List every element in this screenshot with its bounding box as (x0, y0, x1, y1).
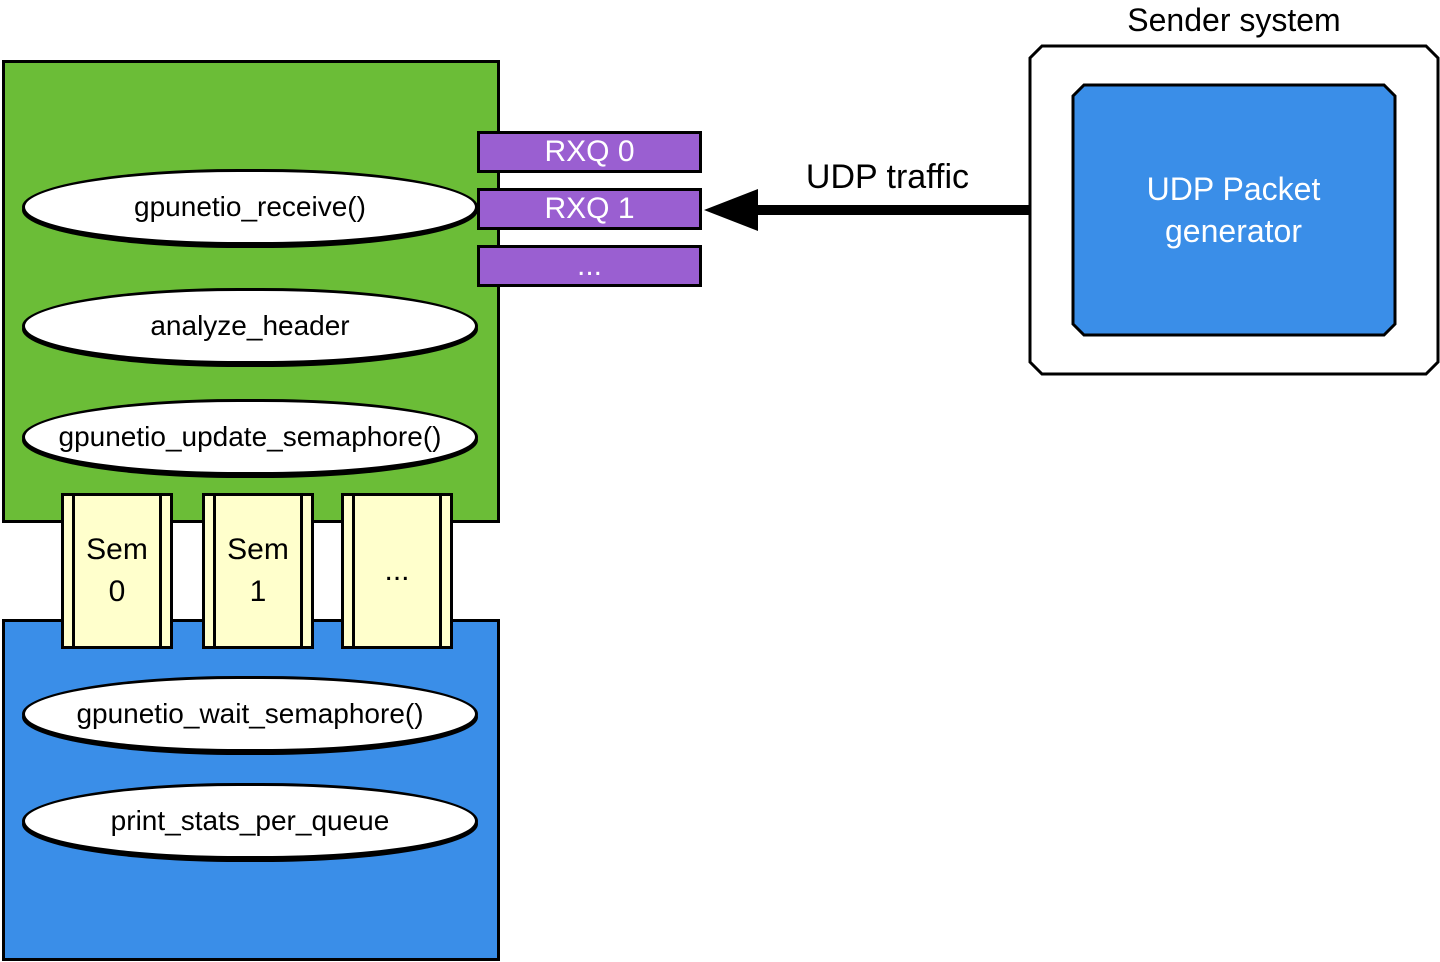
semaphore-index: 0 (108, 575, 126, 608)
step-print-stats-per-queue: print_stats_per_queue (22, 783, 478, 859)
semaphore-label: Sem (227, 533, 289, 566)
step-gpunetio-update-semaphore: gpunetio_update_semaphore() (22, 399, 478, 475)
cuda-kernel-title: CUDA kernel UDP (589, 84, 851, 120)
semaphore-more: ... (341, 493, 453, 649)
generator-shape (1071, 83, 1397, 337)
sender-system-label: Sender system (1127, 2, 1341, 38)
step-gpunetio-receive: gpunetio_receive() (22, 169, 478, 245)
semaphore-1: Sem 1 (202, 493, 314, 649)
semaphore-0: Sem 0 (61, 493, 173, 649)
udp-packet-generator: UDP Packet generator (1072, 85, 1395, 335)
semaphore-label: Sem (86, 533, 148, 566)
step-gpunetio-wait-semaphore: gpunetio_wait_semaphore() (22, 676, 478, 752)
step-analyze-header: analyze_header (22, 288, 478, 364)
rx-queue-0: RXQ 0 (477, 131, 702, 173)
sender-system-box (1028, 44, 1440, 376)
generator-line-2: generator (1165, 213, 1302, 249)
cpu-thread-title: CPU thread (636, 895, 804, 931)
rx-queue-more: ... (477, 245, 702, 287)
arrow-head-icon (704, 189, 758, 231)
udp-traffic-label: UDP traffic (805, 158, 970, 196)
rx-queue-1: RXQ 1 (477, 188, 702, 230)
udp-traffic-arrow (704, 189, 1075, 231)
semaphore-label: ... (384, 554, 410, 587)
semaphore-index: 1 (249, 575, 267, 608)
generator-line-1: UDP Packet (1146, 171, 1321, 207)
